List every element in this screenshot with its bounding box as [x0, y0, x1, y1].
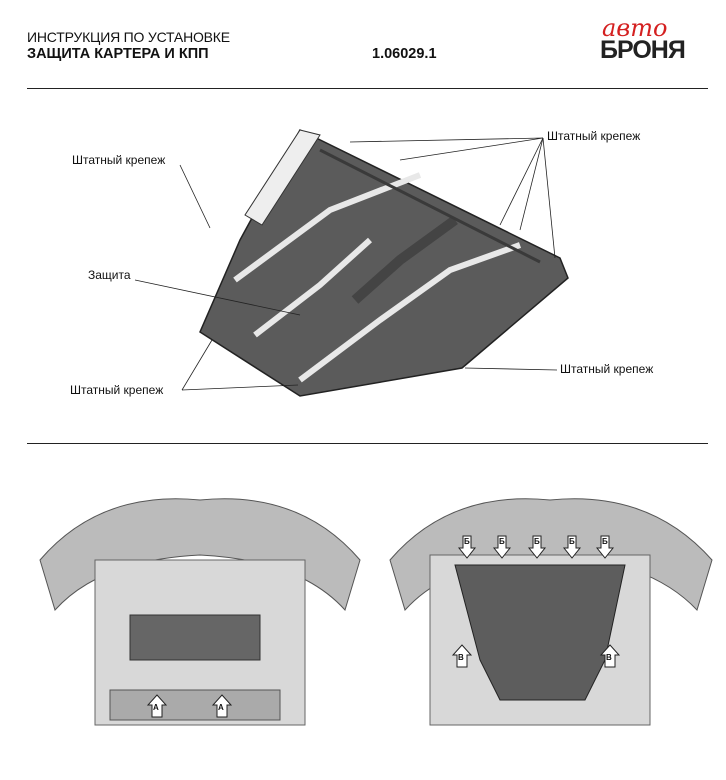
arrow-label-b: Б	[464, 537, 470, 546]
label-guard: Защита	[88, 268, 131, 282]
logo-bronya: БРОНЯ	[600, 36, 686, 64]
arrow-label-v: В	[458, 653, 464, 662]
arrow-label-a: А	[153, 703, 159, 712]
part-number: 1.06029.1	[372, 46, 437, 62]
product-name: ЗАЩИТА КАРТЕРА И КПП	[27, 46, 209, 62]
underbody-before	[39, 498, 361, 726]
arrow-label-b: Б	[569, 537, 575, 546]
arrow-label-b: Б	[602, 537, 608, 546]
label-fastener-bottom-left: Штатный крепеж	[70, 383, 164, 397]
guard-plate	[199, 129, 569, 397]
divider	[27, 443, 708, 444]
arrow-label-a: А	[218, 703, 224, 712]
arrows	[146, 535, 621, 718]
arrow-label-b: Б	[499, 537, 505, 546]
instruction-title: ИНСТРУКЦИЯ ПО УСТАНОВКЕ	[27, 29, 230, 45]
label-fastener-bottom-right: Штатный крепеж	[560, 362, 654, 376]
arrow-label-b: Б	[534, 537, 540, 546]
label-fastener-top-left: Штатный крепеж	[72, 153, 166, 167]
leader-lines	[134, 137, 558, 391]
underbody-after	[389, 498, 713, 726]
label-fastener-top-right: Штатный крепеж	[547, 129, 641, 143]
divider	[27, 88, 708, 89]
arrow-label-v: В	[606, 653, 612, 662]
logo-avto: авто	[602, 14, 668, 42]
